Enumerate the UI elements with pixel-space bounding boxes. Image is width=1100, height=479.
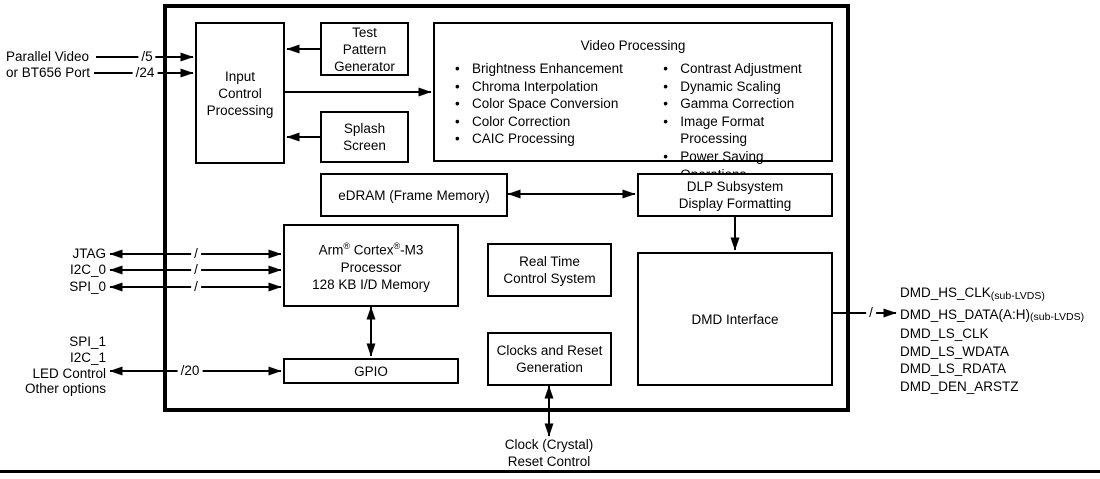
signal-subscript: (sub-LVDS) bbox=[990, 289, 1045, 302]
test-pattern-generator-label: Test Pattern Generator bbox=[334, 24, 395, 74]
list-item: Color Correction bbox=[455, 113, 663, 131]
splash-screen-label: Splash Screen bbox=[343, 121, 386, 153]
video-processing-right-list: Contrast Adjustment Dynamic Scaling Gamm… bbox=[663, 60, 831, 183]
list-item: Dynamic Scaling bbox=[663, 78, 831, 96]
parallel-video-port-label: Parallel Video or BT656 Port bbox=[6, 49, 91, 80]
real-time-control-label: Real Time Control System bbox=[503, 254, 596, 286]
signal-name: DMD_HS_CLK bbox=[900, 285, 991, 301]
arm-cortex-m3-processor-block: Arm® Cortex®-M3 Processor 128 KB I/D Mem… bbox=[283, 224, 459, 307]
list-item: Color Space Conversion bbox=[455, 95, 663, 113]
bottom-rule bbox=[0, 470, 1100, 473]
list-item: Contrast Adjustment bbox=[663, 60, 831, 78]
clock-crystal-reset-label: Clock (Crystal) Reset Control bbox=[504, 437, 594, 469]
edram-frame-memory-block: eDRAM (Frame Memory) bbox=[320, 173, 508, 217]
clocks-and-reset-generation-block: Clocks and Reset Generation bbox=[487, 332, 612, 386]
bus-width-5-label: /5 bbox=[138, 50, 156, 64]
dmd-signal-row: DMD_DEN_ARSTZ bbox=[900, 378, 1084, 396]
dmd-signal-row: DMD_LS_RDATA bbox=[900, 360, 1084, 378]
signal-name: DMD_HS_DATA(A:H) bbox=[900, 306, 1031, 322]
bus-slash-spi0: / bbox=[191, 280, 201, 294]
dmd-interface-label: DMD Interface bbox=[691, 311, 779, 327]
bus-slash-dmd-out: / bbox=[866, 306, 876, 320]
video-processing-left-list: Brightness Enhancement Chroma Interpolat… bbox=[455, 60, 663, 183]
list-item: Gamma Correction bbox=[663, 95, 831, 113]
bus-slash-i2c0: / bbox=[191, 263, 201, 277]
gpio-block: GPIO bbox=[283, 358, 459, 384]
bus-width-20-label: /20 bbox=[177, 364, 203, 378]
gpio-label: GPIO bbox=[354, 363, 388, 379]
test-pattern-generator-block: Test Pattern Generator bbox=[320, 22, 409, 76]
list-item: CAIC Processing bbox=[455, 130, 663, 148]
spi1-i2c1-led-port-labels: SPI_1 I2C_1 LED Control Other options bbox=[24, 334, 106, 397]
video-processing-block: Video Processing Brightness Enhancement … bbox=[433, 22, 833, 182]
dmd-output-signal-list: DMD_HS_CLK(sub-LVDS) DMD_HS_DATA(A:H)(su… bbox=[900, 282, 1084, 395]
real-time-control-system-block: Real Time Control System bbox=[487, 243, 612, 297]
list-item: Brightness Enhancement bbox=[455, 60, 663, 78]
signal-name: DMD_LS_RDATA bbox=[900, 361, 1007, 377]
bus-slash-jtag: / bbox=[191, 247, 201, 261]
list-item: Image Format Processing bbox=[663, 113, 831, 148]
dlp-subsystem-display-formatting-block: DLP Subsystem Display Formatting bbox=[637, 173, 833, 217]
video-processing-title: Video Processing bbox=[580, 38, 686, 53]
input-control-processing-label: Input Control Processing bbox=[206, 68, 274, 118]
signal-subscript: (sub-LVDS) bbox=[1030, 311, 1085, 324]
bus-width-24-label: /24 bbox=[132, 66, 158, 80]
dmd-signal-row: DMD_HS_DATA(A:H)(sub-LVDS) bbox=[900, 304, 1084, 326]
video-processing-feature-lists: Brightness Enhancement Chroma Interpolat… bbox=[455, 60, 831, 183]
jtag-i2c0-spi0-port-labels: JTAG I2C_0 SPI_0 bbox=[69, 246, 106, 294]
splash-screen-block: Splash Screen bbox=[320, 111, 409, 163]
input-control-processing-block: Input Control Processing bbox=[195, 22, 285, 164]
arm-processor-label: Arm® Cortex®-M3 Processor 128 KB I/D Mem… bbox=[312, 241, 430, 292]
signal-name: DMD_LS_CLK bbox=[900, 326, 989, 342]
dlp-subsystem-label: DLP Subsystem Display Formatting bbox=[678, 179, 792, 211]
dmd-signal-row: DMD_LS_CLK bbox=[900, 325, 1084, 343]
signal-name: DMD_DEN_ARSTZ bbox=[900, 378, 1019, 394]
signal-name: DMD_LS_WDATA bbox=[900, 343, 1010, 359]
clocks-reset-label: Clocks and Reset Generation bbox=[496, 343, 603, 375]
dmd-interface-block: DMD Interface bbox=[637, 252, 833, 386]
edram-label: eDRAM (Frame Memory) bbox=[338, 187, 490, 203]
dmd-signal-row: DMD_LS_WDATA bbox=[900, 343, 1084, 361]
list-item: Chroma Interpolation bbox=[455, 78, 663, 96]
dmd-signal-row: DMD_HS_CLK(sub-LVDS) bbox=[900, 282, 1084, 304]
